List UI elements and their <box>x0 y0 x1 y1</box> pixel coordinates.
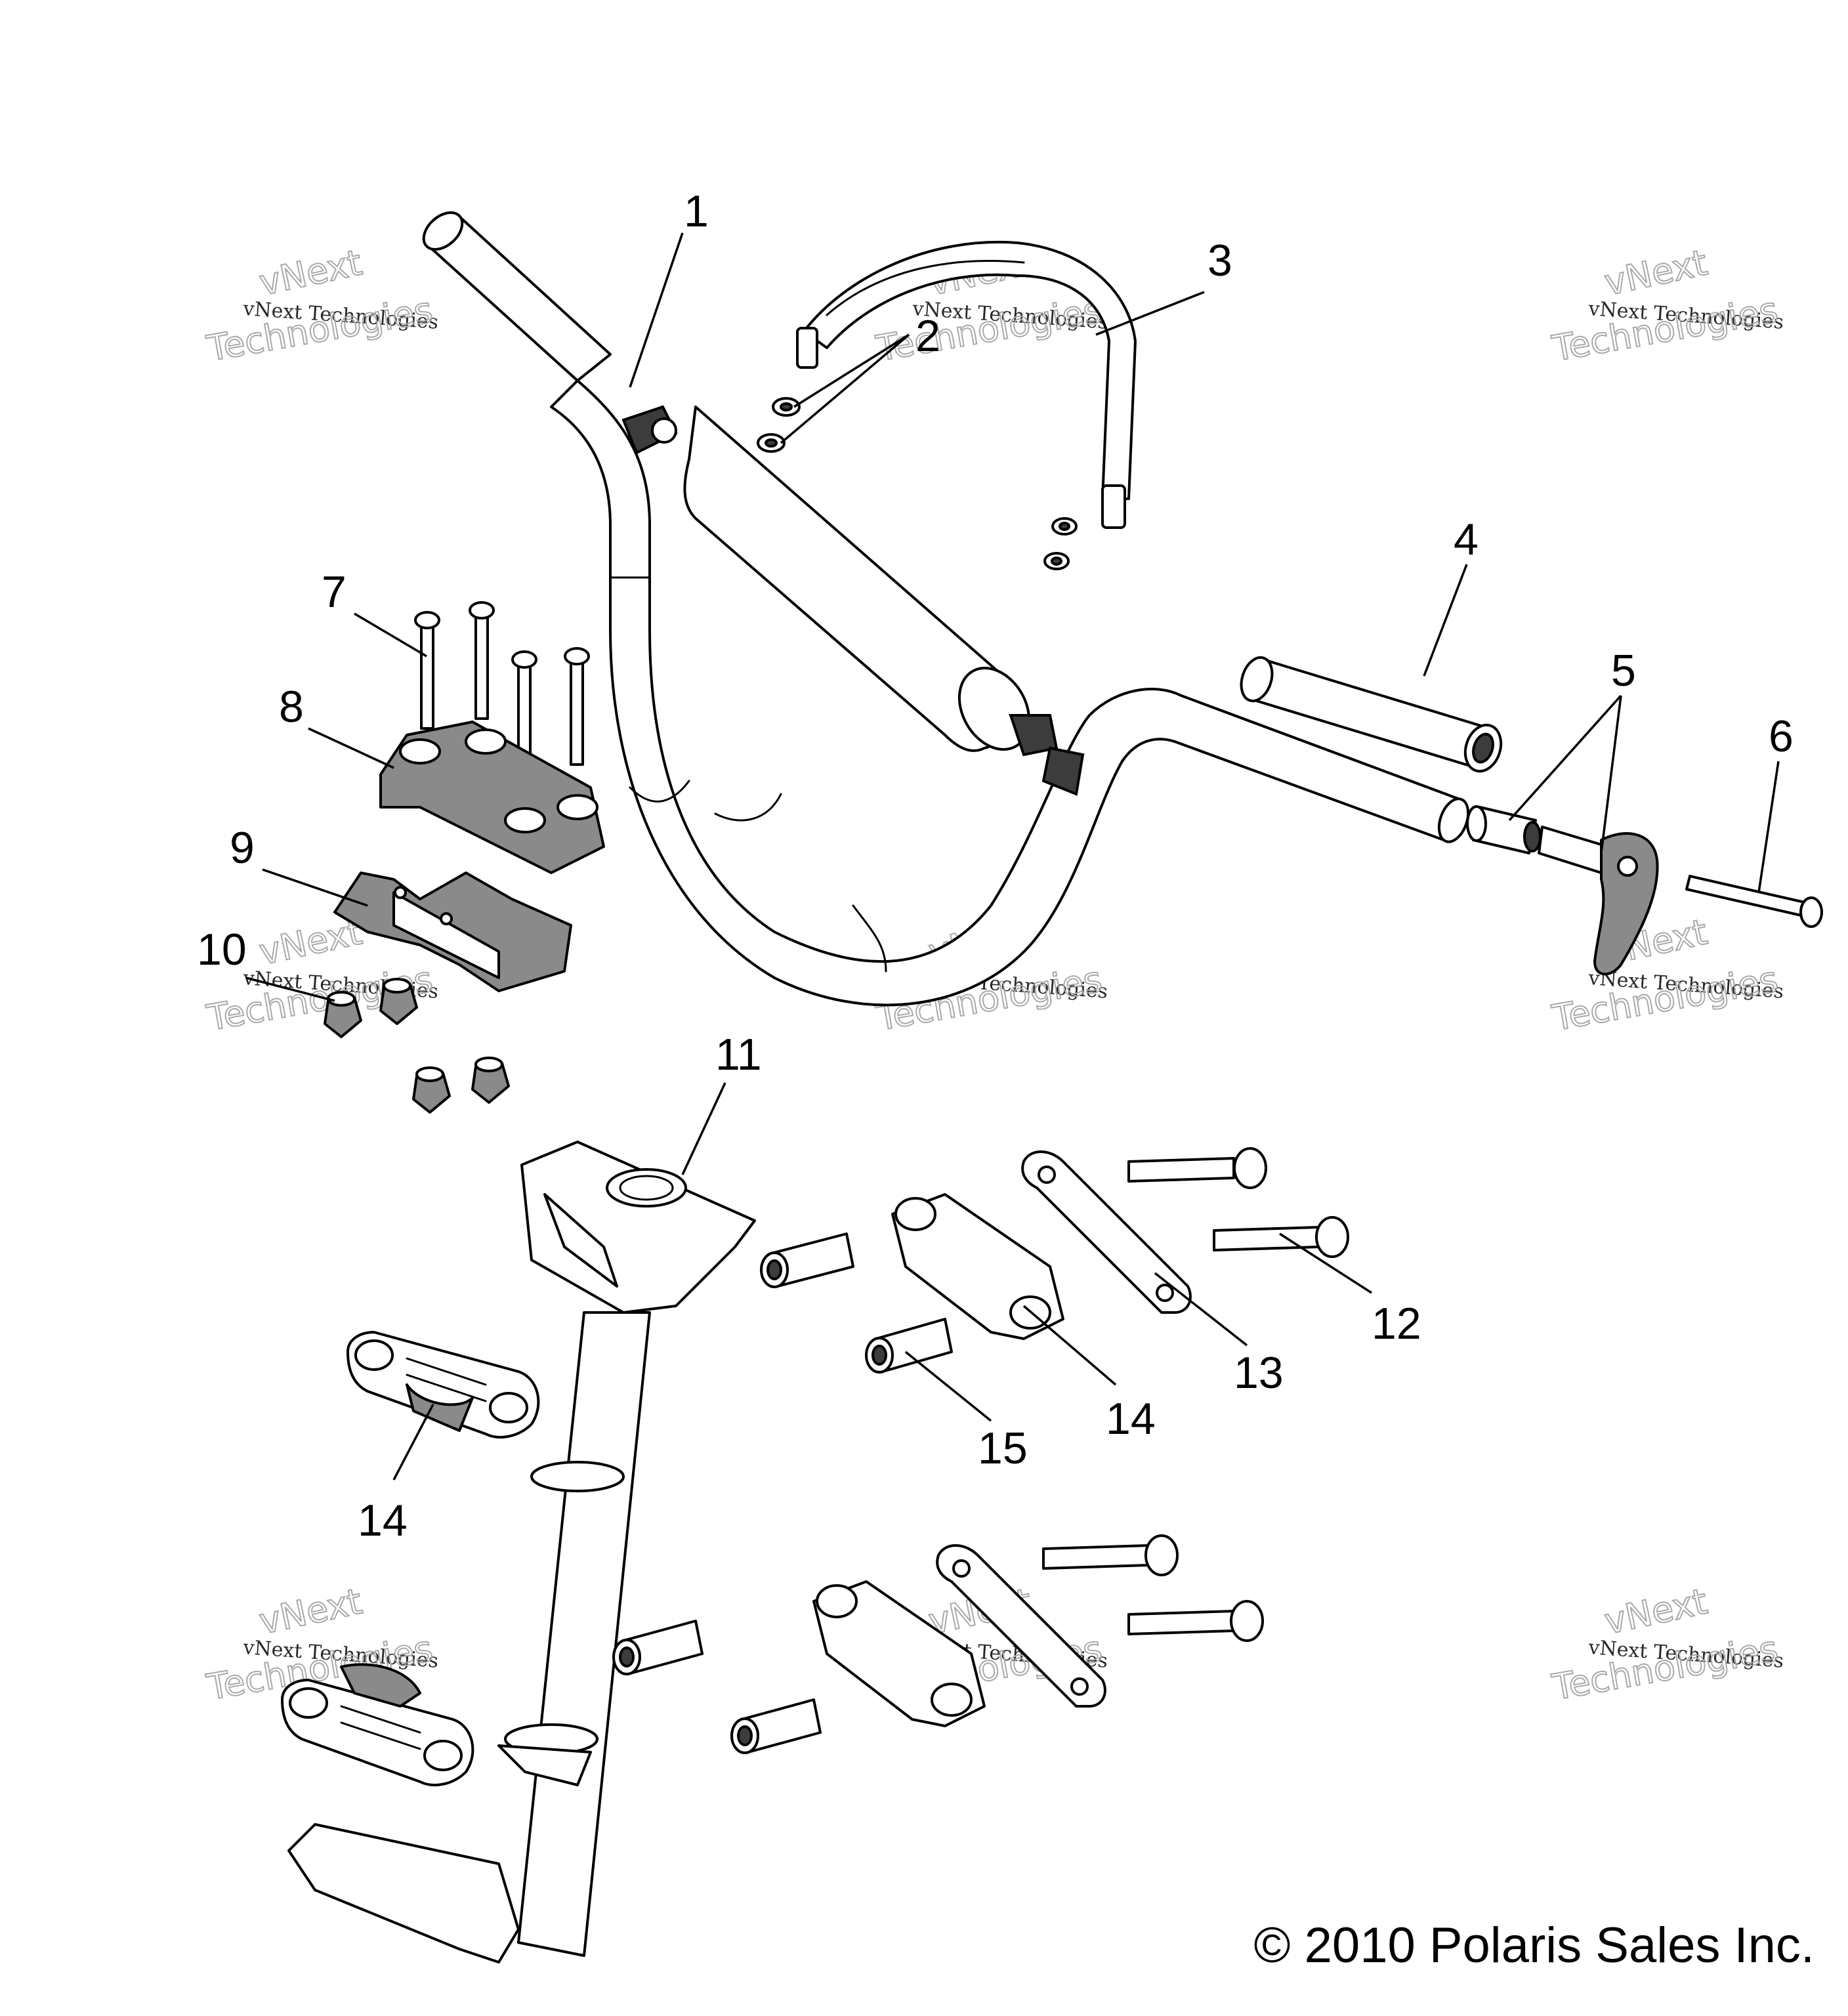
callout-13: 13 <box>1234 1348 1284 1398</box>
copyright-notice: © 2010 Polaris Sales Inc. <box>1254 1918 1815 1973</box>
part-nuts <box>757 397 1078 570</box>
leader-lines <box>245 232 1780 1480</box>
callout-8: 8 <box>279 682 304 732</box>
svg-text:vNext: vNext <box>1601 242 1711 303</box>
watermark: vNext vNext Technologies Technologies <box>203 241 439 370</box>
callout-14-right: 14 <box>1106 1394 1156 1444</box>
callout-labels: 1 2 3 4 5 6 7 8 9 10 11 12 13 14 15 14 <box>197 186 1794 1545</box>
watermark: vNext vNext Technologies Technologies <box>1548 241 1784 370</box>
part-right-grip <box>1240 656 1503 773</box>
svg-text:Technologies: Technologies <box>203 289 436 369</box>
svg-text:Technologies: Technologies <box>1549 959 1781 1039</box>
part-throttle <box>1466 805 1659 976</box>
part-pivot-bracket-right <box>812 1193 1064 1727</box>
part-lower-clamp <box>333 872 572 992</box>
part-handlebar <box>422 211 1470 1007</box>
part-screw <box>1685 875 1823 928</box>
watermark: vNext vNext Technologies Technologies <box>1548 910 1784 1040</box>
callout-1: 1 <box>684 186 709 236</box>
svg-text:Technologies: Technologies <box>873 289 1105 369</box>
callout-14-left: 14 <box>358 1496 408 1545</box>
svg-text:vNext: vNext <box>1601 1580 1711 1642</box>
callout-5: 5 <box>1611 646 1636 696</box>
callout-12: 12 <box>1372 1299 1421 1349</box>
part-flange-nuts <box>324 978 510 1114</box>
svg-text:Technologies: Technologies <box>1549 289 1781 369</box>
part-upper-clamp <box>379 721 605 874</box>
callout-9: 9 <box>230 823 255 873</box>
part-flange-bolts <box>1042 1147 1349 1642</box>
callout-11: 11 <box>715 1030 762 1080</box>
callout-6: 6 <box>1769 711 1794 761</box>
callout-15: 15 <box>978 1423 1028 1473</box>
svg-text:vNext: vNext <box>256 1580 366 1642</box>
callout-2: 2 <box>915 311 940 361</box>
part-link-plates <box>936 1150 1192 1708</box>
watermark: vNext vNext Technologies Technologies <box>1548 1580 1784 1709</box>
part-steering-post <box>287 1141 756 1964</box>
svg-text:Technologies: Technologies <box>1549 1628 1781 1708</box>
callout-7: 7 <box>322 567 346 617</box>
part-bushings <box>612 1232 953 1754</box>
part-crossbar-brace <box>796 241 1137 529</box>
part-bolts <box>414 601 590 769</box>
part-pivot-bracket-lower-left <box>281 1663 474 1786</box>
callout-3: 3 <box>1208 236 1232 285</box>
callout-10: 10 <box>197 925 247 975</box>
part-pivot-bracket-left <box>346 1331 540 1438</box>
svg-text:vNext: vNext <box>256 242 366 303</box>
callout-4: 4 <box>1454 514 1479 564</box>
